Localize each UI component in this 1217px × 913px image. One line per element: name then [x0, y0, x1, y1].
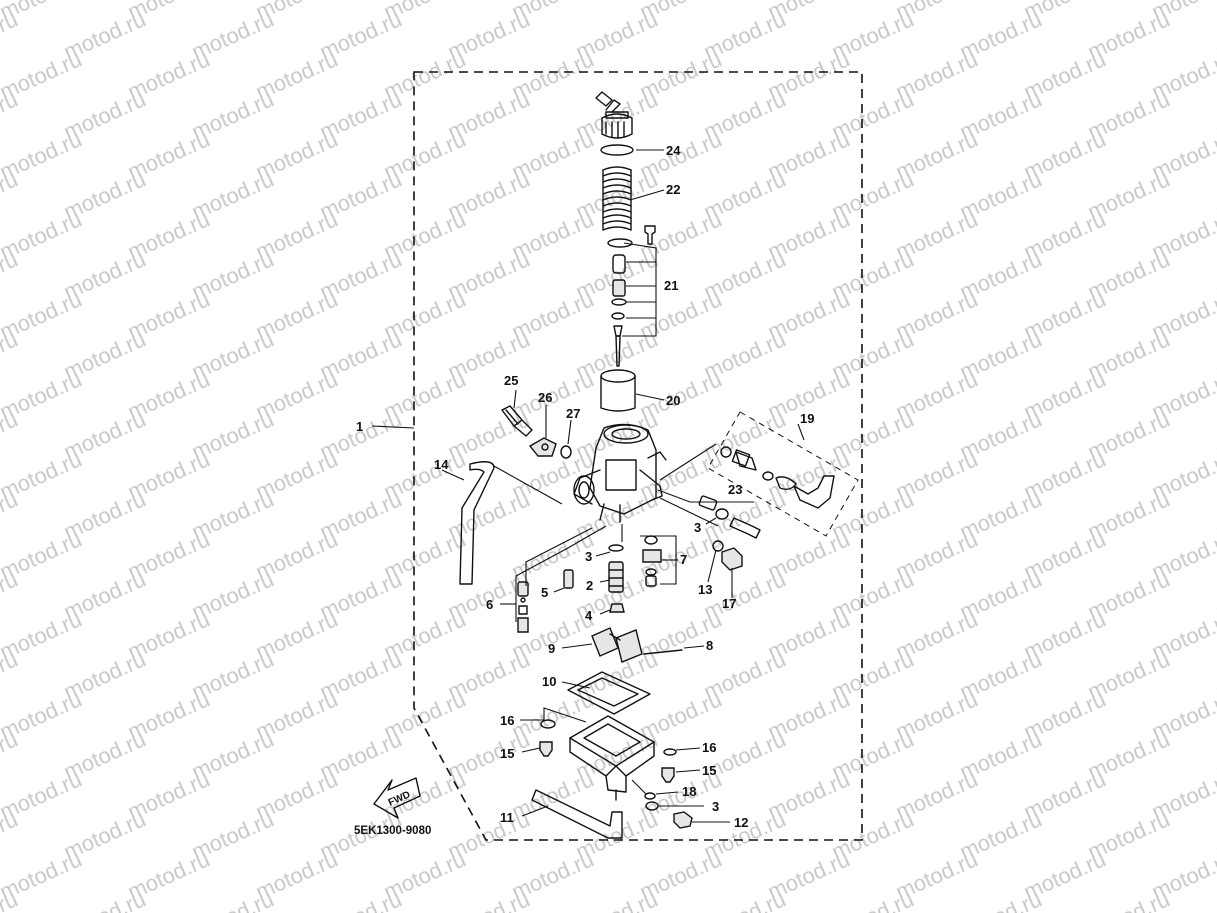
callout-labels: 1 2 3 3 3 4 5 6 7 8 9 10 11 12 13 14 15 …	[356, 143, 814, 830]
needle-jet-2	[608, 561, 624, 593]
callout-23: 23	[728, 482, 742, 497]
callout-7: 7	[680, 552, 687, 567]
pin-8	[643, 649, 683, 655]
callout-27: 27	[566, 406, 580, 421]
plug-17	[721, 547, 743, 571]
o-ring-18	[644, 792, 656, 800]
callout-3-bottom: 3	[712, 799, 719, 814]
callout-16-right: 16	[702, 740, 716, 755]
carburetor-body	[573, 423, 667, 523]
o-ring-24	[600, 144, 634, 156]
assembly-boundary	[413, 71, 863, 841]
callout-16-left: 16	[500, 713, 514, 728]
callout-8: 8	[706, 638, 713, 653]
callout-25: 25	[504, 373, 518, 388]
washer-16-right	[663, 748, 677, 756]
callout-3-center: 3	[585, 549, 592, 564]
callout-4: 4	[585, 608, 593, 623]
callout-5: 5	[541, 585, 548, 600]
throttle-slide-20	[600, 369, 636, 412]
callout-18: 18	[682, 784, 696, 799]
washer-3-center	[608, 544, 624, 552]
screws-23	[698, 495, 761, 539]
callout-3-right: 3	[694, 520, 701, 535]
callout-20: 20	[666, 393, 680, 408]
choke-plunger-19	[720, 446, 835, 509]
callout-24: 24	[666, 143, 681, 158]
callout-2: 2	[586, 578, 593, 593]
drain-hose-11	[531, 789, 623, 839]
callout-22: 22	[666, 182, 680, 197]
callout-17: 17	[722, 596, 736, 611]
fwd-arrow-icon: FWD	[373, 777, 421, 819]
drain-screw-12	[673, 811, 693, 829]
washer-16-left	[540, 719, 556, 729]
diagram-code: 5EK1300-9080	[354, 825, 431, 837]
callout-26: 26	[538, 390, 552, 405]
callout-15-right: 15	[702, 763, 716, 778]
callout-12: 12	[734, 815, 748, 830]
o-ring-3-right	[712, 540, 724, 552]
hose-14	[459, 461, 495, 585]
spring-22	[602, 166, 632, 231]
callout-1: 1	[356, 419, 363, 434]
callout-13: 13	[698, 582, 712, 597]
leader-lines	[371, 149, 805, 823]
washer-27	[560, 445, 572, 459]
bracket-26	[528, 437, 557, 457]
o-ring-3-bottom	[645, 801, 659, 811]
parts-6	[517, 581, 529, 633]
callout-14: 14	[434, 457, 449, 472]
callout-19: 19	[800, 411, 814, 426]
screw-15-left	[539, 741, 553, 757]
gasket-10	[567, 671, 651, 715]
float-9	[591, 627, 643, 663]
cap-assembly	[595, 91, 633, 139]
callout-11: 11	[500, 810, 514, 825]
subassembly-19-boundary	[707, 411, 859, 537]
callout-9: 9	[548, 641, 555, 656]
screw-15-right	[661, 767, 675, 783]
callout-15-left: 15	[500, 746, 514, 761]
callout-10: 10	[542, 674, 556, 689]
callout-21: 21	[664, 278, 678, 293]
float-bowl	[569, 715, 655, 801]
callout-6: 6	[486, 597, 493, 612]
main-jet-4	[609, 603, 625, 613]
needle-set-21	[607, 225, 656, 367]
jet-set-7	[642, 535, 662, 587]
pilot-jet-5	[563, 569, 574, 589]
pilot-screw-25	[501, 405, 533, 437]
